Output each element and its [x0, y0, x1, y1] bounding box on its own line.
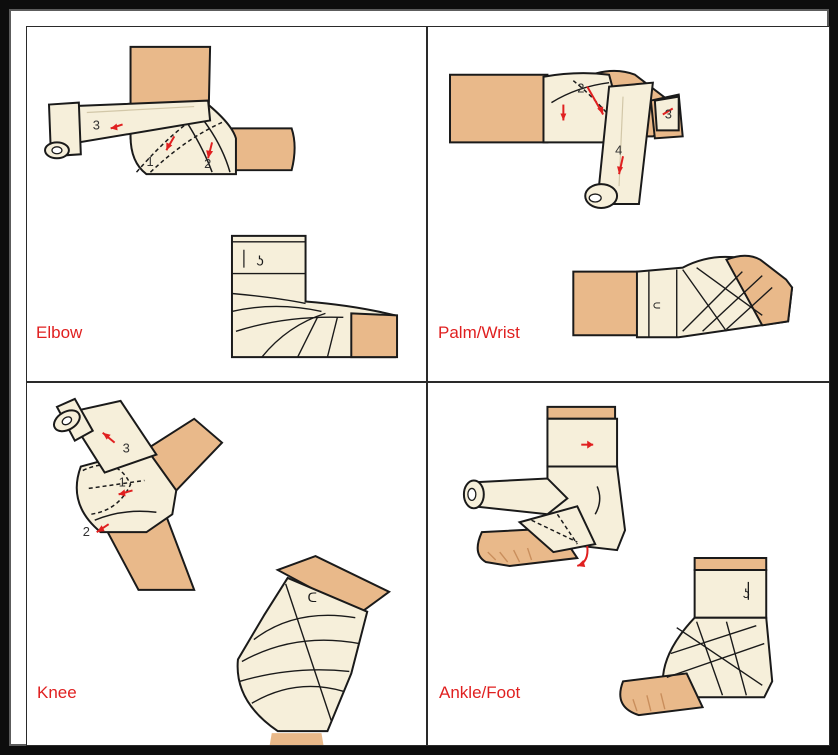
step-number: 3: [665, 106, 672, 121]
panel-label: Palm/Wrist: [438, 323, 520, 342]
step-number: 1: [119, 474, 126, 489]
panel-knee: 3 1 2 ᑕ Knee: [26, 382, 427, 746]
panel-elbow: 3 1 2 ʖ Elbow: [26, 26, 427, 382]
knee-finished-wrap: ᑕ: [236, 554, 392, 745]
ankle-finished-wrap: ʖ: [619, 557, 774, 717]
elbow-bandaging-step: 3 1 2: [44, 45, 296, 176]
panel-label: Elbow: [36, 323, 83, 342]
panel-palm-wrist: 2 3 4 ⊂ Palm/Wrist: [427, 26, 830, 382]
elbow-finished-wrap: ʖ: [230, 234, 399, 359]
step-number: 1: [146, 154, 153, 169]
wrist-bandaging-step: 2 3 4: [449, 69, 684, 209]
step-number: 3: [123, 441, 130, 456]
step-number: 2: [577, 81, 584, 96]
step-number: 2: [83, 524, 90, 539]
step-number: 2: [204, 156, 211, 171]
knee-illustration: 3 1 2 ᑕ: [53, 397, 392, 745]
wrist-illustration: 2 3 4 ⊂: [449, 69, 794, 339]
elbow-illustration: 3 1 2 ʖ: [44, 45, 399, 359]
bandage-clip-icon: ʖ: [742, 587, 750, 602]
ankle-illustration: ʖ: [462, 405, 774, 717]
panel-ankle-foot: ʖ Ankle/Foot: [427, 382, 830, 746]
step-number: 4: [615, 142, 622, 157]
bandage-clip-icon: ⊂: [653, 298, 661, 313]
wrist-finished-wrap: ⊂: [572, 254, 794, 339]
ankle-bandaging-step: [462, 405, 627, 567]
bandage-clip-icon: ᑕ: [308, 591, 317, 606]
panel-label: Ankle/Foot: [439, 683, 521, 702]
knee-bandaging-step: 3 1 2: [53, 397, 224, 591]
bandage-clip-icon: ʖ: [256, 255, 264, 271]
panel-label: Knee: [37, 683, 77, 702]
step-number: 3: [93, 117, 100, 132]
